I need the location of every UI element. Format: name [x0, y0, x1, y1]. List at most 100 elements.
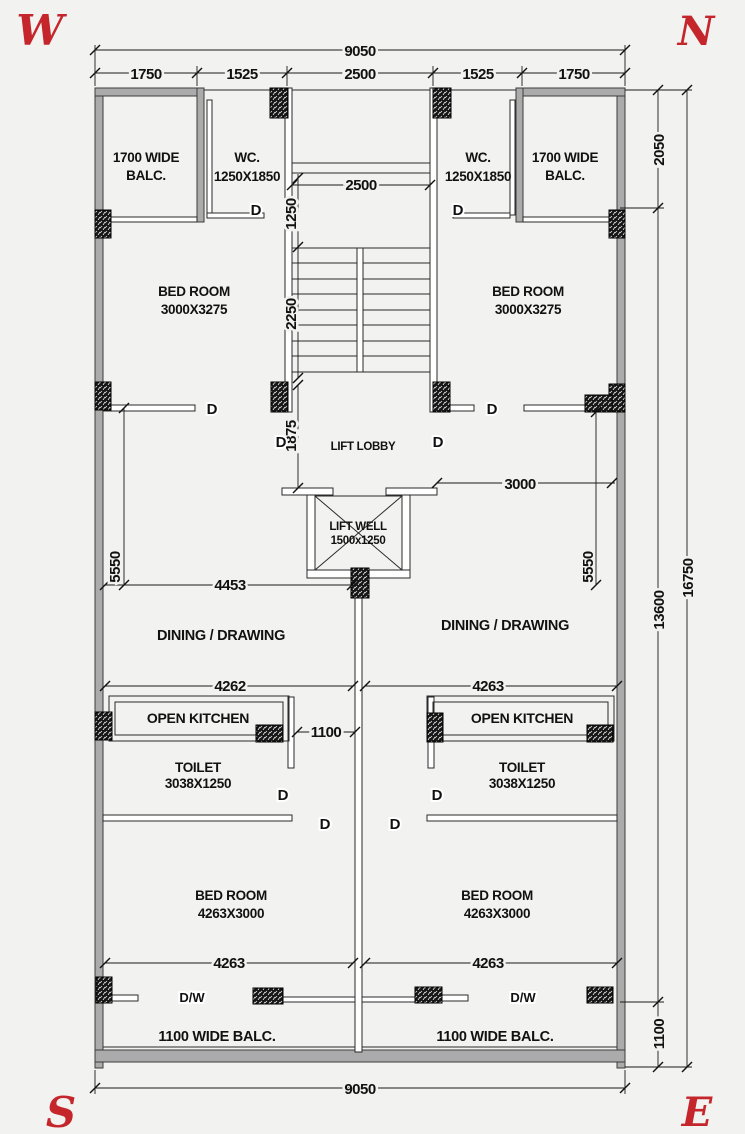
dim-3000: 3000 [504, 476, 536, 493]
svg-text:3038X1250: 3038X1250 [489, 776, 555, 791]
column [252, 987, 284, 1005]
dim-right-1100: 1100 [651, 1019, 668, 1050]
dim-4453: 4453 [214, 577, 246, 594]
stair-shaft-wall-right [429, 87, 438, 413]
svg-text:4263X3000: 4263X3000 [464, 906, 530, 921]
bed-balcony-wall-left [282, 996, 356, 1003]
label-toilet-right: TOILET [499, 760, 546, 775]
dim-1100-mid: 1100 [311, 724, 342, 741]
staircase [292, 162, 430, 373]
column [586, 724, 614, 743]
dim-bottom-total: 9050 [344, 1081, 376, 1098]
bed-balcony-wall-right-stub [441, 994, 469, 1002]
door-label-wc-right: D [453, 202, 464, 219]
wall-top-right [515, 87, 626, 97]
dim-lobby-1875: 1875 [283, 420, 300, 452]
dim-left-5550: 5550 [107, 551, 124, 583]
door-label-wc-left: D [251, 202, 262, 219]
door-label-toilet-left: D [278, 787, 289, 804]
label-bedroom-tl: BED ROOM [158, 284, 230, 299]
door-label-bed-tl: D [207, 401, 218, 418]
label-bedroom-bl: BED ROOM [195, 888, 267, 903]
column [432, 87, 452, 119]
column [94, 711, 113, 741]
dim-2500-top: 2500 [344, 66, 376, 83]
label-bedroom-tr: BED ROOM [492, 284, 564, 299]
label-balcony-br: 1100 WIDE BALC. [436, 1029, 553, 1045]
label-balcony-bl: 1100 WIDE BALC. [158, 1029, 275, 1045]
lift-flange-right [385, 487, 438, 496]
column [414, 986, 443, 1004]
column [95, 976, 113, 1004]
dim-4262: 4262 [214, 678, 246, 695]
column [94, 209, 112, 239]
svg-text:BALC.: BALC. [545, 168, 585, 183]
door-label-bed-br: D [390, 816, 401, 833]
wall-top-left [94, 87, 205, 97]
lift-wall-left [306, 494, 316, 579]
svg-text:3038X1250: 3038X1250 [165, 776, 231, 791]
balcony-divider-right [515, 87, 524, 223]
column [432, 381, 451, 413]
column [270, 381, 289, 413]
dim-stair-1250: 1250 [283, 198, 300, 230]
dim-4263-br: 4263 [472, 955, 504, 972]
column [269, 87, 289, 119]
inner-walls [102, 87, 618, 1053]
room-labels: 1700 WIDE BALC. WC. 1250X1850 WC. 1250X1… [113, 150, 599, 1045]
dim-4263-mid: 4263 [472, 678, 504, 695]
label-kitchen-right: OPEN KITCHEN [471, 710, 573, 726]
label-balcony-tl: 1700 WIDE [113, 150, 180, 165]
column [350, 567, 370, 599]
balcony-divider-left [196, 87, 205, 223]
compass-north: N [676, 8, 716, 55]
lift-wall-right [401, 494, 411, 579]
svg-text:1500x1250: 1500x1250 [331, 535, 386, 547]
dim-right-2050: 2050 [651, 134, 668, 166]
label-lift-lobby: LIFT LOBBY [331, 441, 396, 453]
dimension-ticks [89, 44, 693, 1094]
door-window-label-right: D/W [510, 990, 536, 1005]
column [586, 986, 614, 1004]
party-wall [354, 577, 363, 1053]
wc-left-wall [206, 99, 213, 216]
column [94, 381, 112, 411]
toilet-wall-left [287, 696, 295, 769]
svg-text:3000X3275: 3000X3275 [161, 302, 228, 317]
label-dining-right: DINING / DRAWING [441, 618, 569, 634]
svg-text:4263X3000: 4263X3000 [198, 906, 264, 921]
svg-text:1250X1850: 1250X1850 [445, 169, 511, 184]
dim-1750-left: 1750 [130, 66, 162, 83]
lift-well [281, 487, 438, 579]
label-bedroom-br: BED ROOM [461, 888, 533, 903]
columns [94, 87, 626, 1005]
dim-1750-right: 1750 [558, 66, 590, 83]
lift-flange-left [281, 487, 334, 496]
bed-dining-wall-right-a [449, 404, 475, 412]
label-dining-left: DINING / DRAWING [157, 628, 285, 644]
toilet-bed-wall-left [102, 814, 293, 822]
door-label-toilet-right: D [432, 787, 443, 804]
label-kitchen-left: OPEN KITCHEN [147, 710, 249, 726]
column [608, 209, 626, 239]
dim-4263-bl: 4263 [213, 955, 245, 972]
stair-shaft-wall-left [284, 87, 293, 413]
dim-1525-right: 1525 [462, 66, 494, 83]
door-label-lobby-left: D [276, 434, 287, 451]
column [584, 394, 613, 413]
wc-left-wall-bottom [206, 212, 265, 219]
bed-dining-wall-right-b [523, 404, 586, 412]
toilet-bed-wall-right [426, 814, 618, 822]
compass-east: E [681, 1089, 713, 1134]
door-window-label-left: D/W [179, 990, 205, 1005]
dim-right-16750: 16750 [680, 558, 697, 597]
dim-top-total: 9050 [344, 43, 376, 60]
label-wc-left: WC. [234, 150, 259, 165]
bed-dining-wall-left [102, 404, 196, 412]
dim-1525-left: 1525 [226, 66, 258, 83]
wc-right-wall [509, 99, 516, 216]
door-label-lobby-right: D [433, 434, 444, 451]
door-labels: D D D D D D D D D D D/W D/W [177, 200, 538, 1007]
